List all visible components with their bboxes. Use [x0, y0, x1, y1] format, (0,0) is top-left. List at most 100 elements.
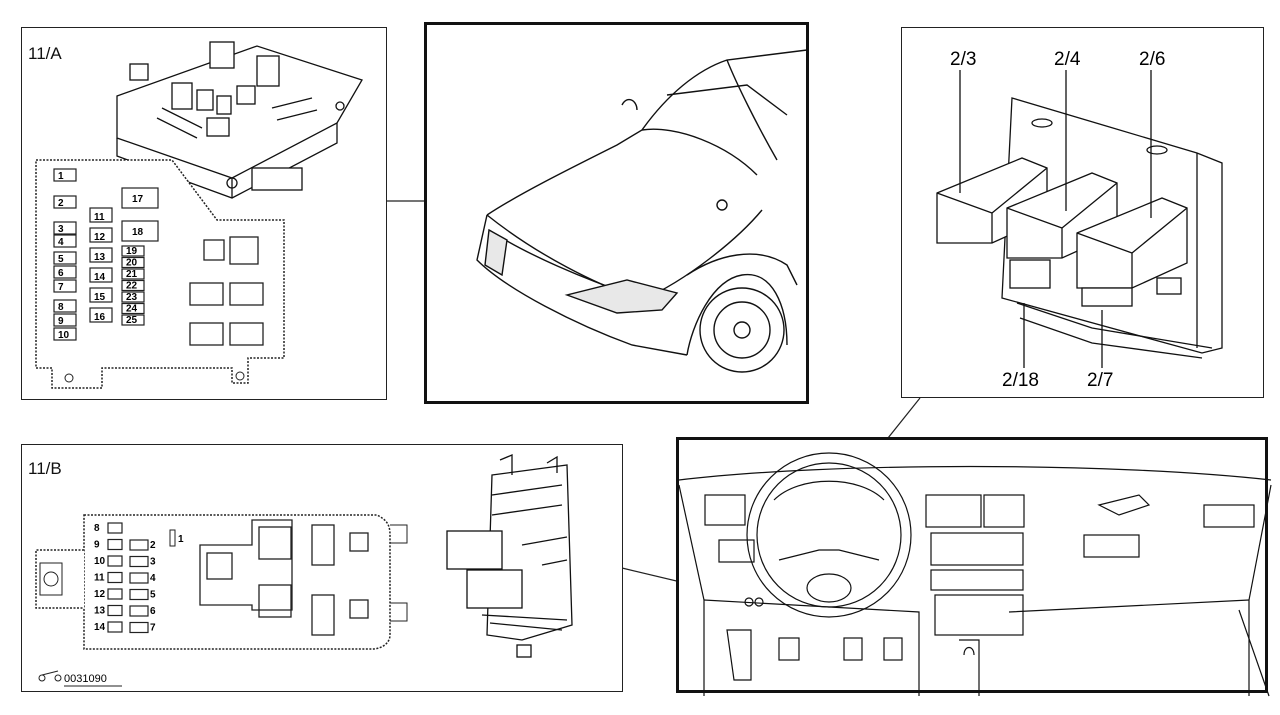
svg-text:10: 10	[94, 556, 106, 567]
fuse-a-18: 18	[121, 220, 159, 242]
fuse-a-5: 5	[53, 251, 77, 265]
svg-text:15: 15	[94, 292, 106, 303]
svg-text:10: 10	[58, 330, 70, 341]
panel-fusebox-a: 11/A	[21, 27, 387, 400]
svg-text:21: 21	[126, 269, 138, 280]
svg-text:16: 16	[94, 312, 106, 323]
fuse-a-22: 22	[121, 279, 145, 292]
relays-illustration: 2/3 2/4 2/6 2/18 2/7	[936, 49, 1223, 391]
svg-text:1: 1	[178, 534, 184, 545]
svg-text:2: 2	[150, 540, 156, 551]
panel-fusebox-b: 11/B 8 9 10 11 12 13 14 2 3 4 5 6 7 1	[21, 444, 623, 692]
fusebox-b-relay-slots	[199, 519, 369, 636]
svg-text:19: 19	[126, 246, 138, 257]
svg-text:13: 13	[94, 606, 106, 617]
svg-text:5: 5	[58, 254, 64, 265]
fuse-a-8: 8	[53, 299, 77, 313]
fuse-b-10: 10	[94, 555, 123, 567]
fuse-a-10: 10	[53, 327, 77, 341]
fusebox-b-illustration: 8 9 10 11 12 13 14 2 3 4 5 6 7 1 0031090	[35, 454, 573, 687]
svg-text:25: 25	[126, 315, 138, 326]
fuse-b-11: 11	[94, 571, 123, 584]
fuse-a-25: 25	[121, 314, 145, 326]
fuse-a-7: 7	[53, 279, 77, 293]
svg-text:17: 17	[132, 194, 144, 205]
svg-text:14: 14	[94, 622, 106, 633]
relay-label-2-7: 2/7	[1087, 370, 1113, 391]
svg-text:24: 24	[126, 304, 138, 315]
fuse-a-17: 17	[121, 187, 159, 209]
relay-label-2-3: 2/3	[950, 49, 976, 70]
fuse-b-4: 4	[129, 572, 156, 584]
fuse-a-12: 12	[89, 227, 113, 243]
fuse-b-2: 2	[129, 539, 156, 551]
svg-text:18: 18	[132, 227, 144, 238]
svg-text:6: 6	[58, 268, 64, 279]
svg-text:11: 11	[94, 573, 105, 584]
fuse-b-6: 6	[129, 605, 156, 617]
relay-leader-lines	[959, 70, 1152, 368]
fusebox-b-3d	[446, 454, 573, 658]
fuse-b-8: 8	[94, 522, 123, 534]
svg-text:8: 8	[58, 302, 64, 313]
fuse-b-12: 12	[94, 588, 123, 600]
fuse-a-23: 23	[121, 291, 145, 303]
fusebox-a-3d	[116, 41, 363, 199]
fuse-a-3: 3	[53, 221, 77, 235]
fuse-b-5: 5	[129, 588, 156, 601]
svg-text:1: 1	[58, 171, 64, 182]
fuse-a-20: 20	[121, 256, 145, 269]
car-front-illustration	[476, 49, 808, 373]
relay-label-2-18: 2/18	[1002, 370, 1039, 391]
svg-text:3: 3	[58, 224, 64, 235]
svg-text:20: 20	[126, 258, 138, 269]
svg-text:9: 9	[94, 540, 100, 551]
svg-text:9: 9	[58, 316, 64, 327]
svg-text:5: 5	[150, 590, 156, 601]
fuse-b-3: 3	[129, 555, 156, 568]
panel-car-front	[424, 22, 809, 404]
relay-label-2-4: 2/4	[1054, 49, 1081, 70]
fuse-a-1: 1	[53, 168, 77, 182]
fuse-a-6: 6	[53, 265, 77, 279]
drawing-code: 0031090	[64, 673, 107, 685]
fuse-a-14: 14	[89, 267, 113, 283]
fusebox-a-relay-slots	[189, 236, 264, 346]
svg-text:12: 12	[94, 232, 106, 243]
fuse-a-19: 19	[121, 245, 145, 257]
svg-text:4: 4	[58, 237, 64, 248]
relay-label-2-6: 2/6	[1139, 49, 1165, 70]
svg-text:23: 23	[126, 292, 138, 303]
svg-text:8: 8	[94, 523, 100, 534]
fuse-b-13: 13	[94, 604, 123, 617]
fuse-a-15: 15	[89, 287, 113, 303]
fuse-b-14: 14	[94, 621, 123, 633]
fusebox-b-outline	[83, 514, 391, 650]
panel-dashboard	[676, 437, 1272, 697]
svg-text:11: 11	[94, 212, 105, 223]
svg-text:2: 2	[58, 198, 64, 209]
fuse-b-single-1: 1	[169, 529, 184, 547]
svg-text:6: 6	[150, 606, 156, 617]
fuse-a-24: 24	[121, 302, 145, 315]
fusebox-b-code: 0031090	[38, 670, 122, 687]
svg-text:22: 22	[126, 281, 138, 292]
fuse-a-11: 11	[89, 207, 113, 223]
svg-text:4: 4	[150, 573, 156, 584]
svg-text:14: 14	[94, 272, 106, 283]
svg-text:3: 3	[150, 557, 156, 568]
panel-relays: 2/3 2/4 2/6 2/18 2/7	[901, 27, 1264, 398]
fuse-a-21: 21	[121, 268, 145, 280]
svg-text:12: 12	[94, 589, 106, 600]
fuse-b-9: 9	[94, 538, 123, 551]
panel-b-label: 11/B	[28, 459, 62, 478]
fuse-a-16: 16	[89, 307, 113, 323]
svg-text:13: 13	[94, 252, 106, 263]
fuse-b-7: 7	[129, 621, 156, 634]
panel-a-label: 11/A	[28, 44, 62, 63]
svg-text:7: 7	[58, 282, 64, 293]
dashboard-illustration	[678, 452, 1272, 697]
fuse-a-9: 9	[53, 313, 77, 327]
svg-text:7: 7	[150, 623, 156, 634]
